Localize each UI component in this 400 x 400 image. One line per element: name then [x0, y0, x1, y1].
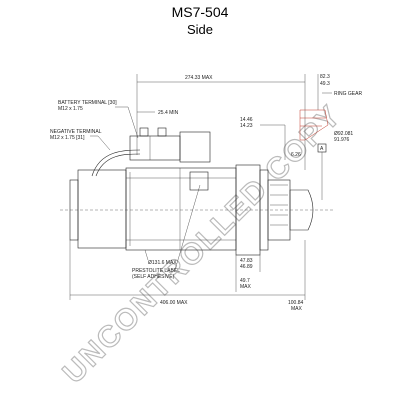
battery-terminal-thread: M12 x 1.75: [58, 106, 83, 112]
dim-14-23: 14.23: [240, 123, 253, 129]
label-plate: [189, 171, 209, 191]
terminal-post-2: [157, 127, 167, 137]
negative-leader: [90, 135, 111, 151]
dim-47-83: 47.83: [240, 258, 253, 264]
ring-gear-profile: [299, 109, 329, 141]
dim-49-7-max: MAX: [240, 284, 252, 290]
battery-leader: [115, 106, 139, 139]
negative-terminal-thread: M12 x 1.75 [31]: [50, 135, 85, 141]
dim-49-3: 49.3: [320, 81, 330, 87]
dim-100-label: 100.84: [288, 300, 304, 306]
dim-49-7: 49.7: [240, 278, 250, 284]
ring-gear-label: RING GEAR: [334, 91, 362, 97]
pinion-gear: [289, 189, 314, 231]
dim-274-label: 274.33 MAX: [185, 75, 213, 81]
dim-14-46: 14.46: [240, 117, 253, 123]
commutator-end-housing: [77, 169, 127, 249]
watermark-text: UNCONTROLLED COPY: [57, 99, 348, 390]
dim-46-89: 46.89: [240, 264, 253, 270]
solenoid-body: [129, 135, 181, 161]
dim-82-3: 82.3: [320, 74, 330, 80]
prestolite-leader: [174, 184, 201, 271]
negative-terminal-label: NEGATIVE TERMINAL: [50, 129, 102, 135]
dim-406-label: 406.00 MAX: [160, 300, 188, 306]
dim-254-label: 25.4 MIN: [158, 110, 179, 116]
dim-131-leader: [144, 249, 149, 261]
wire-1: [91, 149, 141, 177]
battery-terminal-label: BATTERY TERMINAL [30]: [58, 100, 117, 106]
datum-a: A: [320, 146, 324, 152]
dim-92-081: Ø92.081: [334, 131, 353, 137]
solenoid-cap: [179, 131, 211, 163]
dim-131-6: Ø131.6 MAX: [148, 260, 177, 266]
battery-terminal-post: [139, 127, 149, 137]
dim-100-max: MAX: [291, 306, 303, 312]
drawing-subtitle: Side: [186, 22, 214, 37]
self-adhesive: (SELF ADHESIVE): [132, 274, 175, 280]
dim-6-26: 6.26: [291, 152, 301, 158]
prestolite-label: PRESTOLITE LABEL: [132, 268, 180, 274]
wire-2: [95, 153, 141, 177]
dim-91-976: 91.976: [334, 137, 350, 143]
drawing-title: MS7-504: [171, 4, 229, 20]
